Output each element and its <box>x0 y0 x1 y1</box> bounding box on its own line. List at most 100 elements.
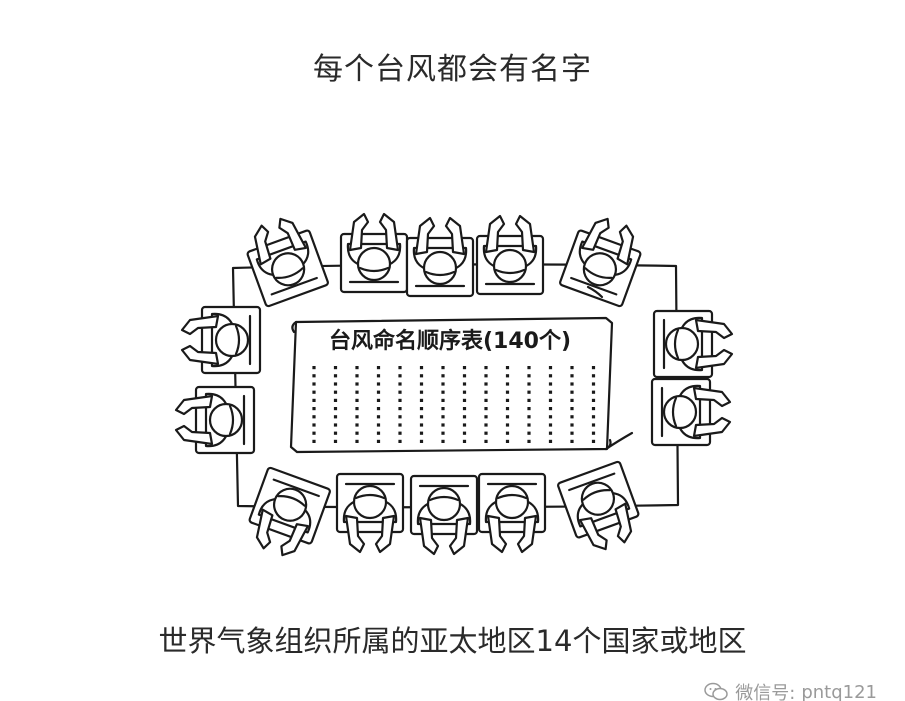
typhoon-name-mark <box>398 398 402 402</box>
typhoon-name-mark <box>376 415 381 419</box>
typhoon-name-mark <box>355 439 359 443</box>
typhoon-name-mark <box>570 390 574 394</box>
head <box>356 246 392 282</box>
typhoon-name-mark <box>548 382 553 386</box>
typhoon-name-mark <box>484 366 488 370</box>
head <box>208 402 244 438</box>
right-arm <box>516 514 538 554</box>
typhoon-name-mark <box>333 415 338 419</box>
typhoon-name-mark <box>312 366 316 370</box>
left-arm <box>444 216 466 256</box>
left-arm <box>579 517 608 551</box>
typhoon-name-mark <box>419 431 424 435</box>
typhoon-name-mark <box>419 415 424 419</box>
typhoon-name-mark <box>462 439 467 443</box>
typhoon-name-mark <box>591 366 596 370</box>
typhoon-name-mark <box>333 382 338 386</box>
seated-person <box>475 214 545 296</box>
typhoon-name-mark <box>355 407 359 411</box>
typhoon-name-mark <box>376 390 381 394</box>
typhoon-name-mark <box>398 423 402 427</box>
typhoon-name-mark <box>376 398 381 402</box>
left-arm <box>344 514 366 554</box>
seated-person <box>180 305 262 375</box>
right-arm <box>448 516 470 556</box>
typhoon-name-mark <box>570 423 574 427</box>
typhoon-name-mark <box>419 407 424 411</box>
typhoon-name-mark <box>441 366 445 370</box>
typhoon-name-mark <box>548 366 553 370</box>
left-arm <box>418 516 440 556</box>
seated-person <box>174 385 256 455</box>
typhoon-name-mark <box>484 382 488 386</box>
typhoon-name-mark <box>484 431 488 435</box>
typhoon-name-mark <box>527 390 531 394</box>
typhoon-name-mark <box>355 398 359 402</box>
typhoon-name-mark <box>333 407 338 411</box>
right-arm <box>280 523 309 557</box>
typhoon-name-mark <box>527 415 531 419</box>
typhoon-name-mark <box>591 415 596 419</box>
typhoon-name-mark <box>462 390 467 394</box>
right-arm <box>174 424 214 446</box>
seated-person <box>557 460 640 551</box>
typhoon-name-mark <box>376 366 381 370</box>
left-arm <box>692 416 732 438</box>
typhoon-name-mark <box>505 415 510 419</box>
typhoon-name-mark <box>462 431 467 435</box>
typhoon-name-mark <box>548 423 553 427</box>
typhoon-name-mark <box>312 407 316 411</box>
typhoon-name-mark <box>419 398 424 402</box>
typhoon-name-mark <box>355 390 359 394</box>
typhoon-name-mark <box>505 390 510 394</box>
typhoon-name-mark <box>591 439 596 443</box>
seated-person <box>409 474 479 556</box>
seated-person <box>339 212 409 294</box>
typhoon-name-mark <box>398 431 402 435</box>
typhoon-name-mark <box>333 390 338 394</box>
typhoon-name-mark <box>591 423 596 427</box>
caption: 世界气象组织所属的亚太地区14个国家或地区 <box>158 624 747 658</box>
seated-person <box>652 309 734 379</box>
typhoon-name-mark <box>376 439 381 443</box>
typhoon-name-mark <box>462 382 467 386</box>
typhoon-name-mark <box>548 431 553 435</box>
typhoon-name-mark <box>527 439 531 443</box>
typhoon-name-mark <box>505 382 510 386</box>
typhoon-name-mark <box>312 415 316 419</box>
typhoon-name-mark <box>591 398 596 402</box>
typhoon-name-mark <box>548 415 553 419</box>
typhoon-name-mark <box>441 390 445 394</box>
typhoon-name-mark <box>333 374 338 378</box>
typhoon-name-mark <box>591 382 596 386</box>
typhoon-name-mark <box>484 423 488 427</box>
seats <box>174 212 734 557</box>
typhoon-name-mark <box>376 382 381 386</box>
left-arm <box>255 508 274 550</box>
typhoon-name-mark <box>527 431 531 435</box>
typhoon-name-mark <box>548 398 553 402</box>
typhoon-name-mark <box>570 374 574 378</box>
typhoon-name-mark <box>527 398 531 402</box>
typhoon-name-mark <box>376 431 381 435</box>
typhoon-name-mark <box>441 415 445 419</box>
left-arm <box>378 212 400 252</box>
typhoon-name-mark <box>333 431 338 435</box>
typhoon-name-mark <box>312 390 316 394</box>
left-arm <box>616 224 635 266</box>
seated-person <box>477 472 547 554</box>
typhoon-name-mark <box>441 398 445 402</box>
typhoon-name-mark <box>398 366 402 370</box>
watermark-prefix: 微信号: <box>735 683 796 701</box>
typhoon-name-mark <box>419 382 424 386</box>
typhoon-name-mark <box>548 407 553 411</box>
right-arm <box>180 344 220 366</box>
typhoon-name-mark <box>355 423 359 427</box>
typhoon-name-mark <box>398 439 402 443</box>
typhoon-name-mark <box>527 423 531 427</box>
typhoon-name-mark <box>591 407 596 411</box>
head <box>352 484 388 520</box>
typhoon-name-mark <box>355 431 359 435</box>
head <box>426 486 462 522</box>
typhoon-name-mark <box>312 382 316 386</box>
